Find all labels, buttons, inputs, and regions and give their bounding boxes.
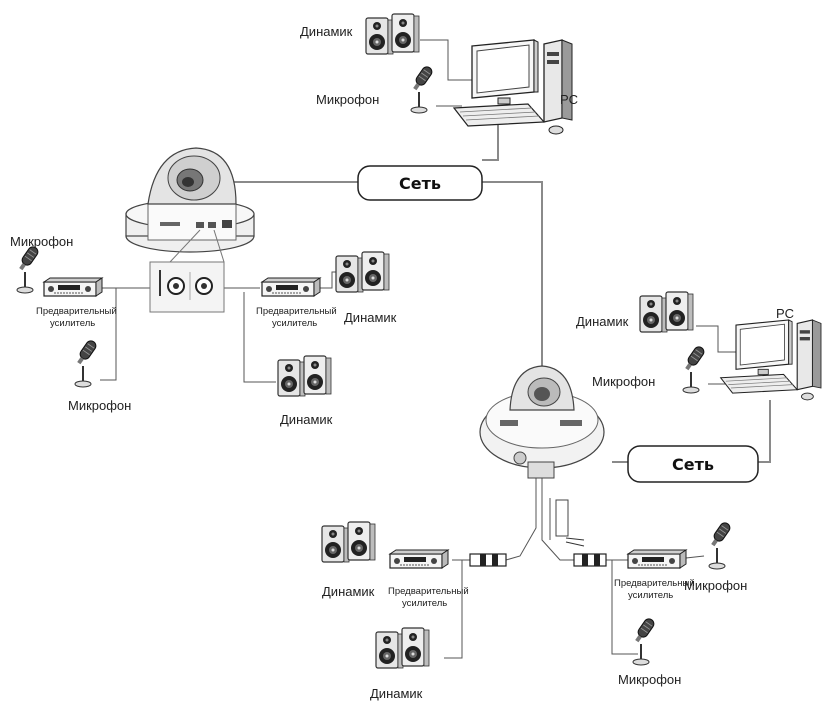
microphone-label-bottom-right: Микрофон (684, 578, 747, 593)
wires (100, 39, 771, 659)
preamp-label-mid-1: Предварительный (256, 306, 337, 317)
preamp-label-br-1: Предварительный (614, 578, 695, 589)
microphone-icon (631, 615, 657, 666)
network-label-right: Сеть (672, 455, 714, 474)
microphone-label-left-top: Микрофон (10, 234, 73, 249)
speaker-icon (365, 13, 420, 55)
preamp-icon (261, 277, 321, 297)
microphone-label-top: Микрофон (316, 92, 379, 107)
microphone-icon (15, 243, 41, 294)
microphone-icon (681, 343, 707, 394)
speaker-label-bottom: Динамик (370, 686, 423, 701)
preamp-icon (389, 549, 449, 569)
speaker-label-bottom-left: Динамик (322, 584, 375, 599)
pc-icon (720, 319, 822, 401)
preamp-label-left-1: Предварительный (36, 306, 117, 317)
preamp-icon (627, 549, 687, 569)
microphone-icon (707, 519, 733, 570)
speaker-label-right: Динамик (576, 314, 629, 329)
preamp-label-left-2: усилитель (50, 318, 95, 329)
speaker-label-mid-bottom: Динамик (280, 412, 333, 427)
microphone-label-right: Микрофон (592, 374, 655, 389)
microphone-icon (73, 337, 99, 388)
speaker-icon (639, 291, 694, 333)
network-box-right: Сеть (627, 445, 759, 483)
speaker-icon (335, 251, 390, 293)
preamp-label-bl-2: усилитель (402, 598, 447, 609)
speaker-label-top: Динамик (300, 24, 353, 39)
pc-label-top: PC (560, 92, 578, 107)
speaker-icon (375, 627, 430, 669)
speaker-label-mid: Динамик (344, 310, 397, 325)
preamp-icon (43, 277, 103, 297)
camera-icon-left (125, 147, 255, 313)
preamp-label-mid-2: усилитель (272, 318, 317, 329)
network-label-top: Сеть (399, 174, 441, 193)
speaker-icon (321, 521, 376, 563)
preamp-label-br-2: усилитель (628, 590, 673, 601)
network-box-top: Сеть (357, 165, 483, 201)
microphone-icon (409, 63, 435, 114)
preamp-label-bl-1: Предварительный (388, 586, 469, 597)
speaker-icon (277, 355, 332, 397)
microphone-label-left-bottom: Микрофон (68, 398, 131, 413)
camera-icon-bottom (469, 365, 607, 567)
pc-label-right: PC (776, 306, 794, 321)
pc-icon (453, 39, 573, 135)
microphone-label-bottom: Микрофон (618, 672, 681, 687)
